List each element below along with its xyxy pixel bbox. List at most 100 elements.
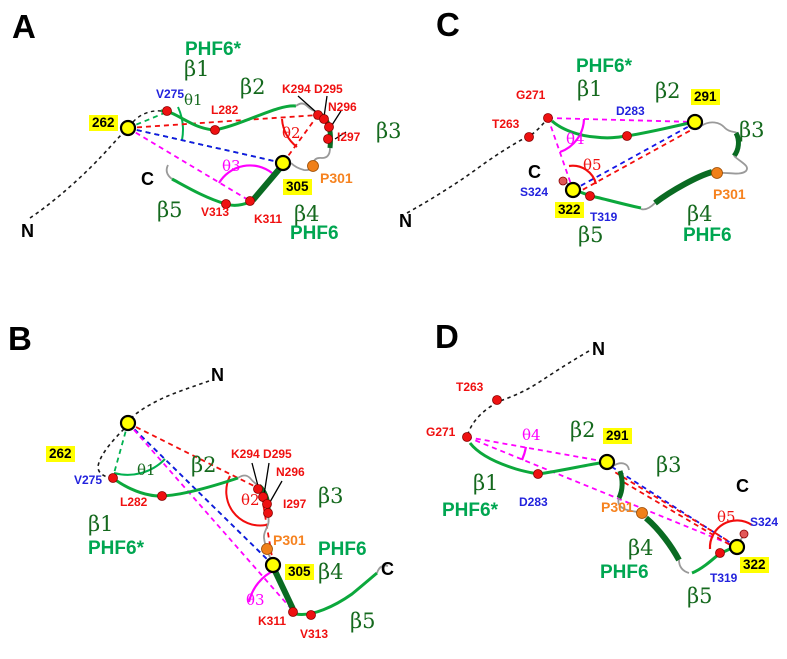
residue-label-t319-d: T319: [710, 571, 738, 585]
residue-label-v313-a: V313: [201, 205, 230, 219]
beta4-label-c: β4: [687, 202, 713, 226]
s324-dot-c: [558, 176, 568, 186]
residue-label-n296-a: N296: [328, 100, 357, 114]
magenta-dashed-rays-d: [466, 436, 738, 548]
residue-number-322-c: 322: [555, 202, 584, 218]
p301-dot-d: [636, 507, 648, 519]
residue-number-291-c: 291: [691, 89, 720, 105]
beta1-strand-d: [468, 442, 539, 476]
beta2-strand-b: [161, 476, 239, 498]
residue-label-i297-b: I297: [283, 497, 307, 511]
residue-label-t263-c: T263: [492, 117, 520, 131]
n-tail-dashed-a: [29, 132, 124, 219]
panel-letter-b: B: [8, 320, 33, 357]
residue-dots-c: [524, 113, 632, 201]
phf6-label-d: PHF6: [600, 562, 649, 583]
residue-label-k294-d295-b: K294 D295: [231, 447, 292, 461]
red-dashed-d: [612, 470, 738, 550]
theta4-label-d: θ4: [522, 426, 541, 444]
p301-dot-a: [307, 160, 319, 172]
panel-b-drawing: [97, 380, 389, 620]
theta2-label-a: θ2: [282, 124, 301, 142]
magenta-dashed-rays-c: [547, 117, 696, 191]
n-tail-dashed-b: [128, 380, 210, 422]
residue-label-s324-d: S324: [750, 515, 779, 529]
node-322-d: [728, 538, 746, 556]
phf6star-label-a: PHF6*: [185, 39, 241, 60]
beta1-label-d: β1: [473, 471, 499, 495]
residue-label-k294-d295-a: K294 D295: [282, 82, 343, 96]
blue-dashed-d: [611, 466, 738, 548]
beta1-beta2-strand-c: [550, 119, 690, 140]
n-terminus-label-b: N: [211, 365, 224, 385]
residue-label-p301-a: P301: [320, 170, 353, 186]
beta5-strand-a: [171, 177, 251, 207]
panel-letter-a: A: [12, 8, 37, 45]
c-terminus-label-c: C: [528, 162, 541, 182]
beta2-strand-a: [214, 104, 297, 132]
c-terminus-label-d: C: [736, 476, 749, 496]
red-dashed-rays-a: [127, 114, 319, 164]
theta3-arc-a: [218, 164, 273, 184]
beta3-label-d: β3: [656, 453, 682, 477]
beta3-strand-c: [731, 131, 741, 158]
residue-label-v275-b: V275: [74, 473, 103, 487]
residue-number-305-a: 305: [283, 179, 312, 195]
beta1-strand-b: [112, 476, 163, 498]
beta5-label-d: β5: [687, 584, 713, 608]
theta1-label-a: θ1: [184, 91, 203, 109]
residue-number-322-d: 322: [740, 557, 769, 573]
pointer-lines-a: [297, 95, 347, 140]
beta4-label-a: β4: [294, 202, 320, 226]
theta4-arc-d: [520, 446, 528, 461]
theta2-arc-b: [225, 475, 267, 527]
theta5-arc-c: [568, 164, 598, 185]
node-305-a: [274, 154, 292, 172]
node-305-b: [264, 556, 282, 574]
n-tail-dashed-d: [467, 350, 590, 435]
beta5-label-a: β5: [157, 198, 183, 222]
green-dashed-rays-a: [127, 111, 284, 164]
node-262-a: [119, 119, 137, 137]
theta5-label-c: θ5: [583, 156, 602, 174]
residue-number-262-b: 262: [46, 446, 75, 462]
theta4-label-c: θ4: [566, 130, 585, 148]
panel-letter-d: D: [435, 318, 460, 355]
beta2-strand-d: [537, 461, 601, 476]
residue-label-d283-c: D283: [616, 104, 645, 118]
beta5-label-b: β5: [350, 609, 376, 633]
n-tail-dashed-c: [406, 118, 548, 214]
beta4-strand-d: [644, 515, 682, 562]
theta1-label-b: θ1: [137, 461, 156, 479]
s324-dot-d: [739, 529, 749, 539]
beta2-label-b: β2: [191, 453, 217, 477]
beta1-label-a: β1: [184, 57, 210, 81]
panel-d-drawing: [462, 350, 753, 575]
residue-label-v313-b: V313: [300, 627, 329, 641]
beta2-label-a: β2: [240, 75, 266, 99]
residue-label-s324-c: S324: [520, 185, 549, 199]
residue-label-l282-a: L282: [211, 103, 239, 117]
residue-label-k311-b: K311: [258, 614, 287, 628]
theta3-label-b: θ3: [246, 591, 265, 609]
beta3-label-a: β3: [376, 119, 402, 143]
beta4-label-b: β4: [318, 560, 344, 584]
beta1-label-b: β1: [88, 512, 114, 536]
phf6star-label-b: PHF6*: [88, 538, 144, 559]
c-terminus-label-a: C: [141, 169, 154, 189]
beta2-label-d: β2: [570, 418, 596, 442]
theta1-arc-b: [113, 458, 166, 476]
node-262-b: [119, 414, 137, 432]
p301-dot-b: [261, 543, 273, 555]
phf6-label-b: PHF6: [318, 539, 367, 560]
residue-label-t319-c: T319: [590, 210, 618, 224]
blue-dashed-a: [127, 127, 284, 164]
theta1-arc-a: [177, 106, 184, 141]
residue-number-305-b: 305: [285, 564, 314, 580]
beta4-strand-b: [272, 569, 296, 611]
theta5-arc-d: [708, 519, 753, 550]
residue-label-g271-d: G271: [426, 425, 456, 439]
theta4-arc-c: [559, 118, 586, 154]
